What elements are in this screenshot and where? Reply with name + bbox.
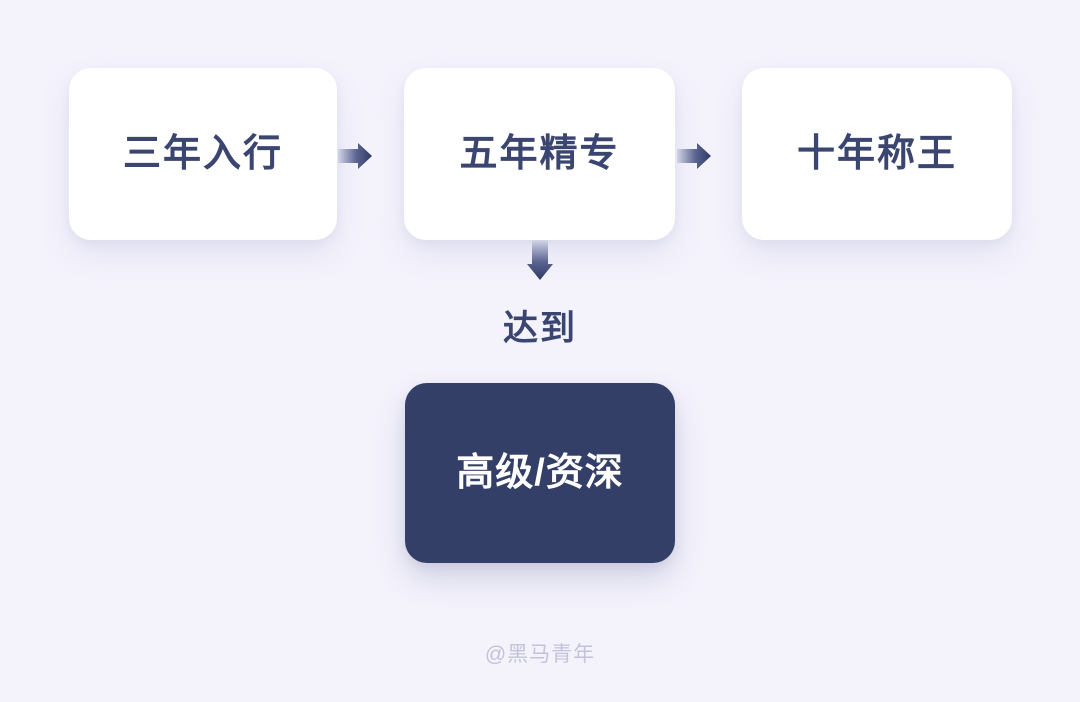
arrow-right-icon [338,143,372,169]
stage-card-2: 五年精专 [404,68,675,240]
stage-card-2-label: 五年精专 [459,133,620,175]
stage-card-3-label: 十年称王 [796,133,957,175]
connector-label-reach: 达到 [502,309,577,348]
stage-card-1: 三年入行 [69,68,337,240]
arrow-down-icon [527,240,553,280]
stage-card-1-label: 三年入行 [122,133,283,175]
watermark-text: @黑马青年 [484,643,596,666]
arrow-right-icon [677,143,711,169]
result-card: 高级/资深 [405,383,675,563]
stage-card-3: 十年称王 [742,68,1012,240]
result-card-label: 高级/资深 [456,452,624,494]
